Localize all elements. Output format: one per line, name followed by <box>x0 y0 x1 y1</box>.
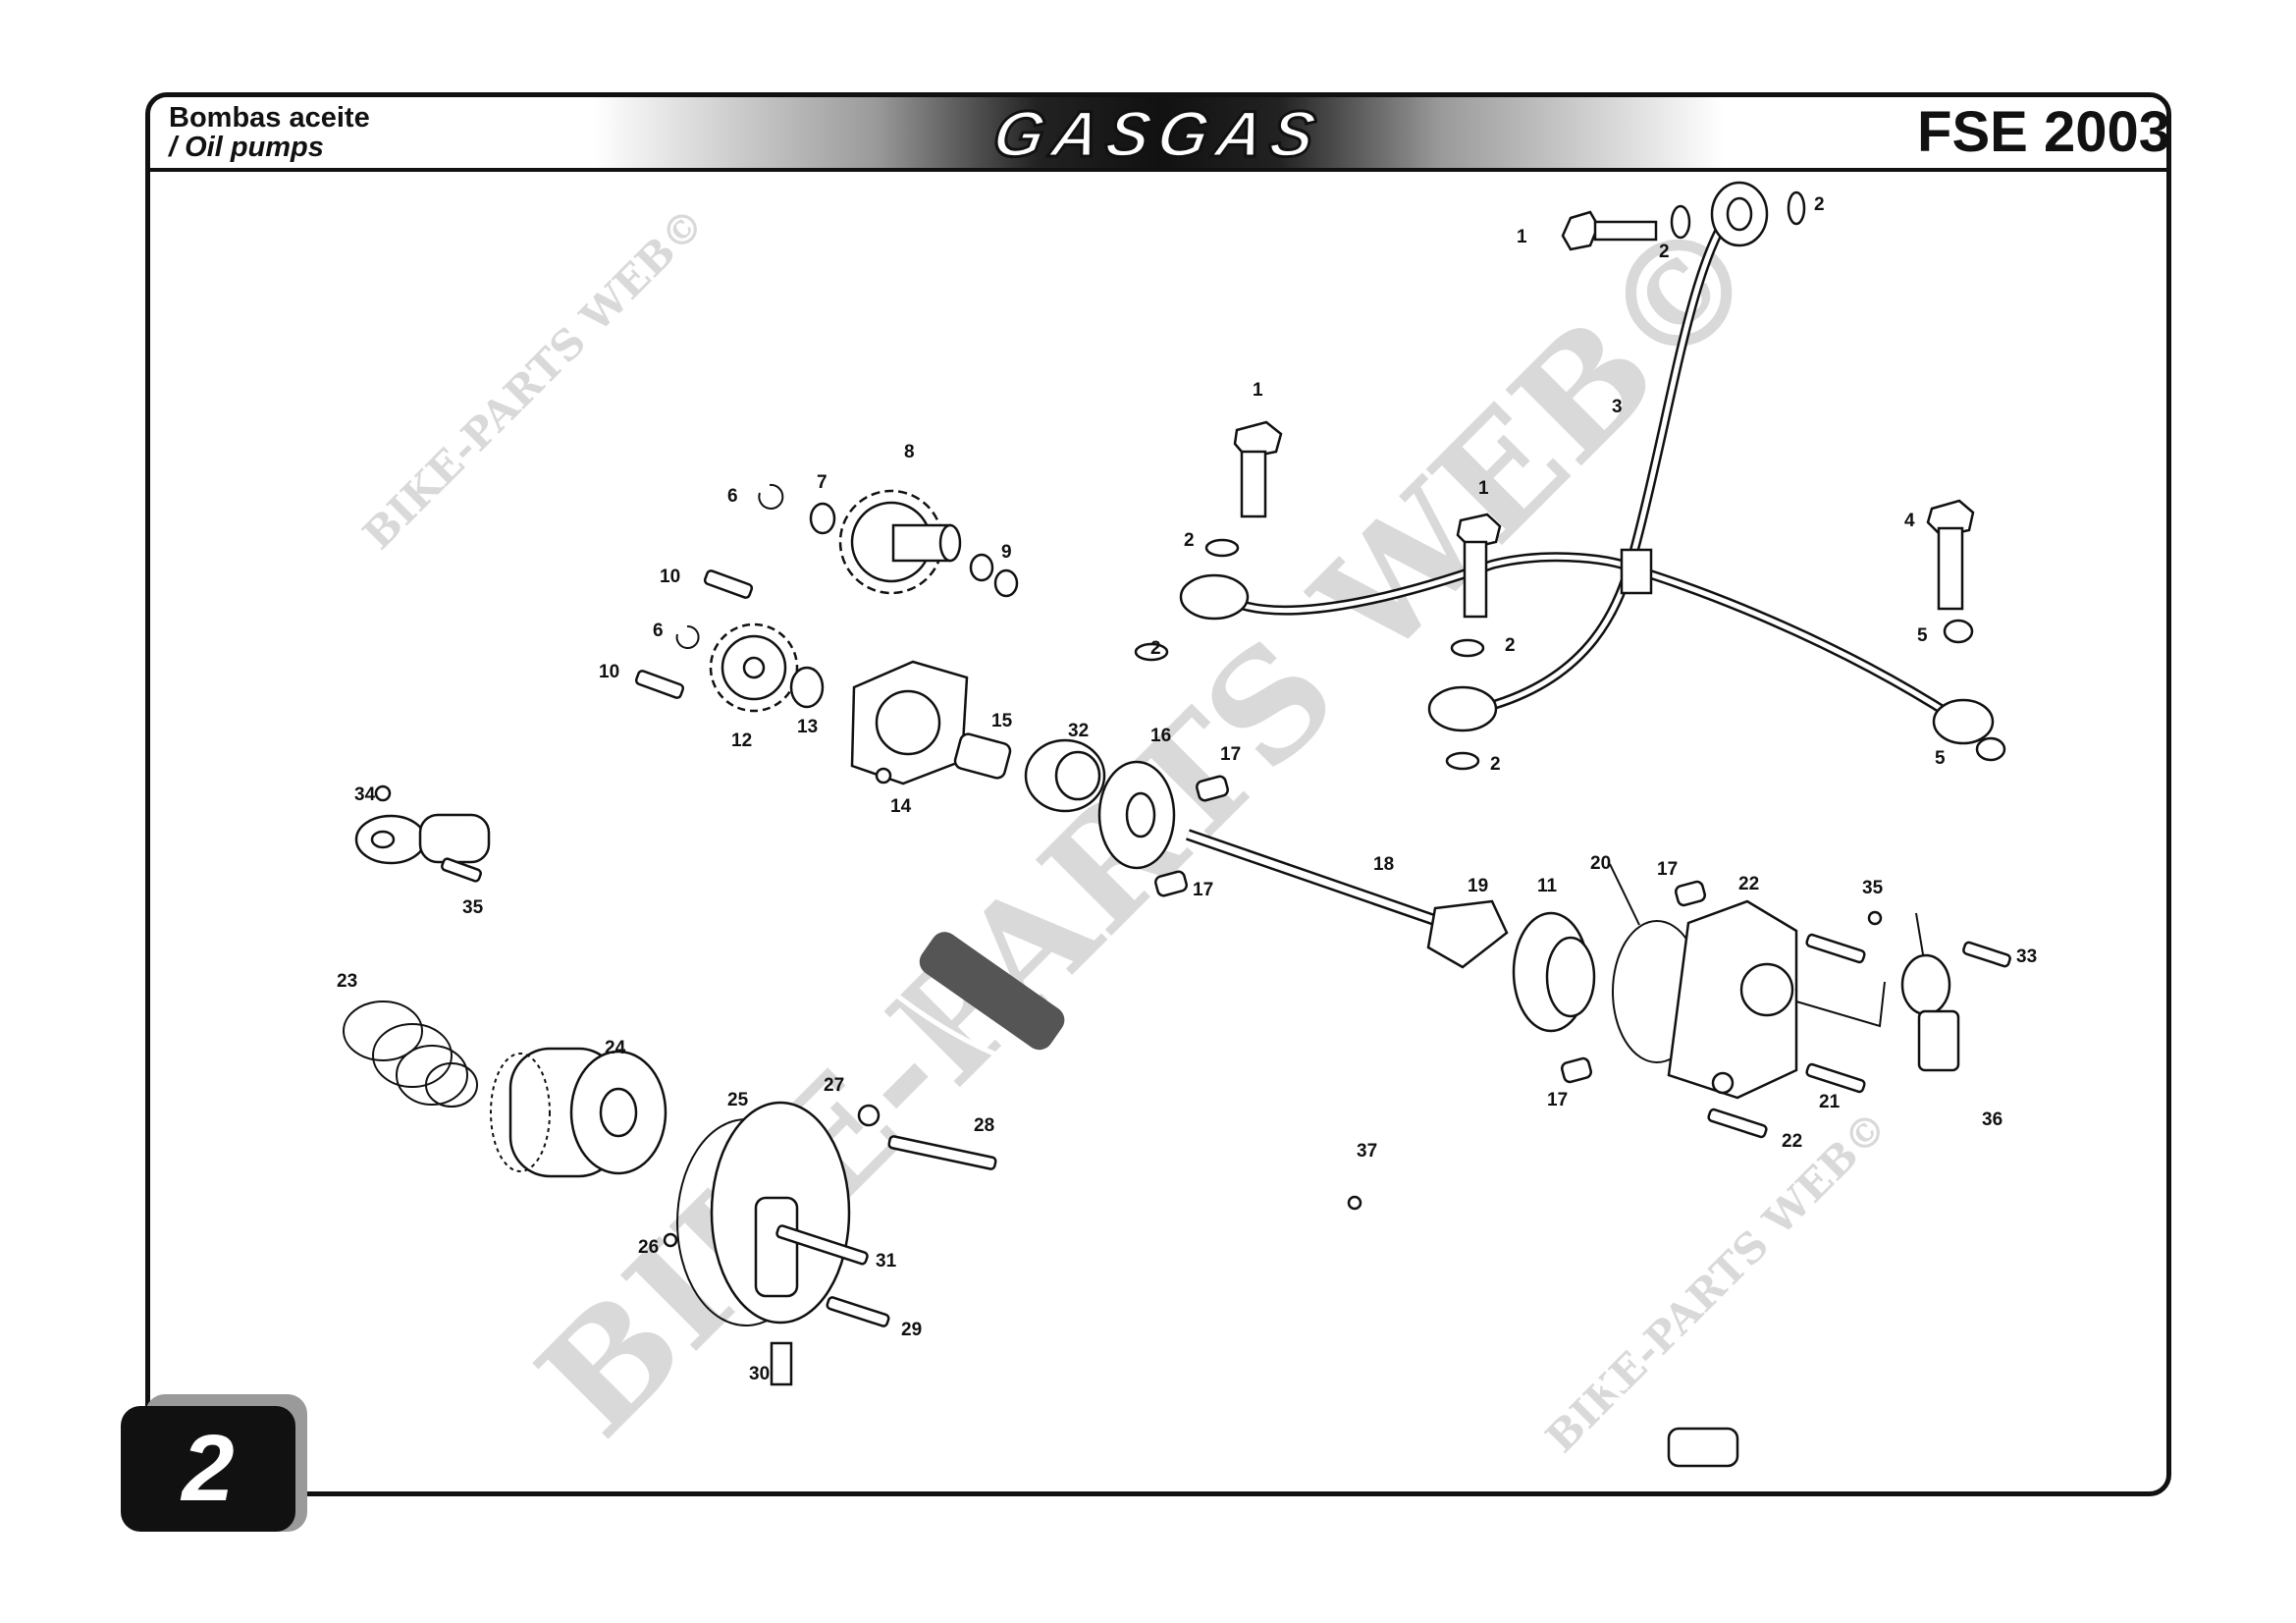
callout: 2 <box>1814 194 1825 215</box>
callout: 2 <box>1150 638 1161 659</box>
oil-filter-25 <box>490 1047 667 1178</box>
shaft-18 <box>1186 829 1509 969</box>
section-title-es: Bombas aceite <box>169 102 370 134</box>
spring-24 <box>343 1001 478 1108</box>
callout: 16 <box>1150 726 1171 746</box>
washers-2 <box>1134 190 2006 771</box>
callout: 28 <box>974 1115 994 1136</box>
callout: 22 <box>1738 874 1759 894</box>
callout: 31 <box>876 1251 897 1271</box>
callout: 25 <box>727 1090 749 1110</box>
callout: 1 <box>1517 227 1527 247</box>
callout: 32 <box>1068 721 1089 741</box>
callout: 22 <box>1782 1131 1802 1152</box>
gear-12 <box>709 622 799 713</box>
screws-right <box>1707 910 2011 1139</box>
callout: 12 <box>731 730 752 751</box>
callout: 33 <box>2016 947 2037 967</box>
filter-cover-26-28 <box>663 1101 881 1326</box>
callout: 26 <box>638 1237 659 1258</box>
callout: 5 <box>1935 748 1946 769</box>
callout: 17 <box>1193 880 1213 900</box>
callout: 13 <box>797 717 818 737</box>
callout: 17 <box>1547 1090 1568 1110</box>
banjo-fitting-left <box>354 784 491 883</box>
callout: 36 <box>1982 1109 2002 1130</box>
callout: 11 <box>1537 876 1558 896</box>
callout: 15 <box>991 711 1013 731</box>
pump-cover-21 <box>1560 880 1798 1100</box>
callout: 2 <box>1184 530 1195 551</box>
header-band <box>150 97 2166 172</box>
callout: 7 <box>817 472 828 493</box>
bolt-4 <box>1926 499 1975 611</box>
screws-bottom-left <box>770 1135 1362 1386</box>
callout: 17 <box>1220 744 1241 765</box>
banjo-fitting-right <box>1900 912 1960 1072</box>
callout: 35 <box>1862 878 1884 898</box>
callout: 23 <box>337 971 357 992</box>
callout: 20 <box>1590 853 1611 874</box>
callout: 29 <box>901 1320 922 1340</box>
model-label: FSE 2003 <box>1917 100 2170 164</box>
callout: 17 <box>1657 859 1678 880</box>
callout: 24 <box>605 1038 626 1058</box>
callout: 2 <box>1659 242 1670 262</box>
callout: 34 <box>354 784 376 805</box>
oil-hose-main <box>386 777 1948 1468</box>
callout: 35 <box>462 897 484 918</box>
bolt-1-middle <box>1233 420 1283 518</box>
callout: 2 <box>1490 754 1501 775</box>
bolt-1-top <box>1561 210 1658 251</box>
leader-lines <box>1609 863 1886 1028</box>
callout: 1 <box>1253 380 1263 401</box>
rotor-15-33-16 <box>953 732 1229 897</box>
callout: 2 <box>1505 635 1516 656</box>
callout: 27 <box>824 1075 844 1096</box>
callout: 9 <box>1001 542 1012 563</box>
callout: 37 <box>1357 1141 1377 1162</box>
callout: 3 <box>1612 397 1623 417</box>
callout: 10 <box>660 567 680 587</box>
callout: 18 <box>1373 854 1394 875</box>
callout: 4 <box>1904 511 1915 531</box>
diagram-frame <box>145 92 2171 1496</box>
section-title-en: / Oil pumps <box>169 132 324 163</box>
callout: 10 <box>599 662 619 682</box>
small-parts-left <box>634 483 1019 709</box>
callout: 19 <box>1468 876 1488 896</box>
callout: 30 <box>749 1364 770 1384</box>
oil-hose-upper <box>1179 181 1995 745</box>
gear-8 <box>838 489 962 595</box>
callout: 8 <box>904 442 915 462</box>
callout: 1 <box>1478 478 1489 499</box>
callout: 21 <box>1819 1092 1841 1112</box>
callout: 6 <box>727 486 738 507</box>
callout: 6 <box>653 621 664 641</box>
bolt-1-lower <box>1456 513 1502 619</box>
page-number: 2 <box>121 1406 295 1532</box>
callout: 14 <box>890 796 912 817</box>
pump-body-14 <box>850 660 969 785</box>
callout-labels: 1 1 1 2 2 2 2 2 2 3 4 5 5 6 6 7 8 9 10 1… <box>337 194 2037 1384</box>
callout: 5 <box>1917 625 1928 646</box>
rotor-11 <box>1512 911 1596 1033</box>
